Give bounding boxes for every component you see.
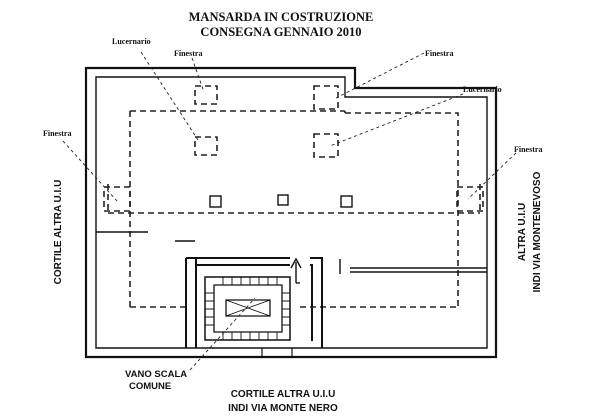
label-finestra-right: Finestra bbox=[514, 145, 542, 154]
window-left bbox=[103, 186, 131, 212]
label-left-courtyard: CORTILE ALTRA U.I.U bbox=[53, 180, 64, 285]
label-finestra-top: Finestra bbox=[174, 49, 202, 58]
stairwell bbox=[185, 257, 323, 358]
label-bottom-courtyard-line-2: INDI VIA MONTE NERO bbox=[228, 403, 338, 414]
chimney-right bbox=[340, 195, 353, 208]
window-top bbox=[194, 85, 218, 105]
outer-wall bbox=[84, 66, 498, 359]
label-finestra-top-right: Finestra bbox=[425, 49, 453, 58]
label-finestra-left: Finestra bbox=[43, 129, 71, 138]
attic-perimeter bbox=[129, 110, 459, 308]
skylight-left bbox=[194, 136, 218, 156]
skylight-right bbox=[313, 133, 339, 158]
title-line-2: CONSEGNA GENNAIO 2010 bbox=[200, 25, 361, 39]
label-right-unit-line-1: ALTRA U.I.U bbox=[517, 203, 528, 261]
title-line-1: MANSARDA IN COSTRUZIONE bbox=[189, 10, 374, 24]
chimney-center bbox=[277, 194, 289, 206]
window-right bbox=[456, 186, 484, 212]
interior-partition bbox=[107, 184, 481, 214]
label-stair-line-1: VANO SCALA bbox=[125, 369, 187, 380]
window-top-right bbox=[313, 85, 339, 110]
interior-walls bbox=[96, 231, 487, 274]
leader-lines bbox=[62, 51, 517, 371]
label-lucernario-right: Lucernario bbox=[463, 85, 502, 94]
label-lucernario-left: Lucernario bbox=[112, 37, 151, 46]
label-stair-line-2: COMUNE bbox=[129, 381, 171, 392]
label-right-unit-line-2: INDI VIA MONTENEVOSO bbox=[532, 171, 543, 292]
label-bottom-courtyard-line-1: CORTILE ALTRA U.I.U bbox=[231, 389, 336, 400]
chimney-left bbox=[209, 195, 222, 208]
